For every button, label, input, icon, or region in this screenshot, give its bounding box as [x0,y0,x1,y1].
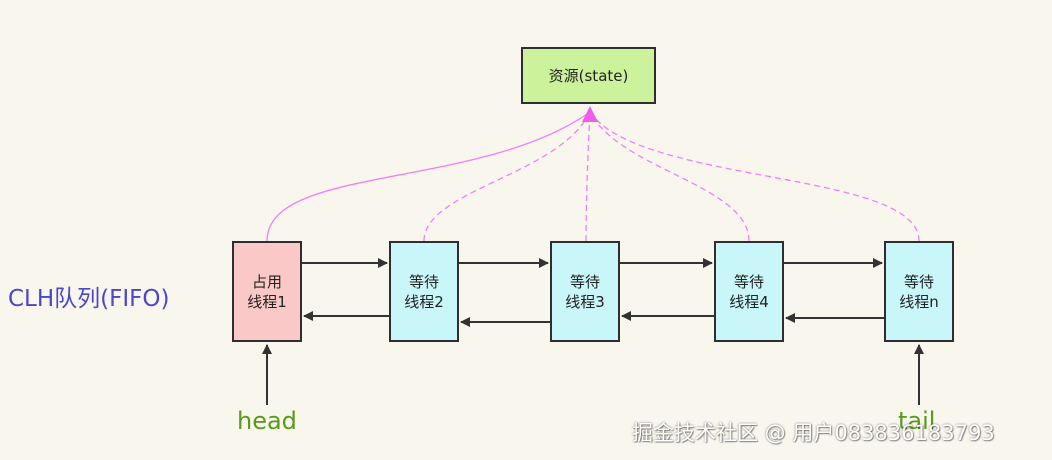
waiter2-to-resource-link [423,111,591,242]
node-status: 等待 [733,272,764,291]
node-status: 等待 [569,272,600,291]
waiter3-to-resource-link [585,111,591,242]
node-thread-name: 线程4 [729,292,769,311]
node-thread-name: 线程n [899,292,939,311]
node-thread-1: 占用 线程1 [232,241,302,342]
node-thread-4: 等待 线程4 [714,241,784,342]
node-thread-name: 线程1 [247,292,287,311]
tail-label: tail [898,407,936,435]
waiter4-to-resource-link [589,111,750,242]
node-thread-2: 等待 线程2 [389,241,459,342]
resource-arrowhead [582,106,598,122]
node-thread-3: 等待 线程3 [550,241,620,342]
node-status: 等待 [408,272,439,291]
watermark: 掘金技术社区 @ 用户083836183793 [632,421,995,445]
queue-label: CLH队列(FIFO) [8,286,170,312]
waitern-to-resource-link [589,111,920,242]
holder-to-resource-link [266,111,591,242]
resource-state-box: 资源(state) [521,47,656,104]
resource-label: 资源(state) [548,66,629,85]
head-label: head [237,407,297,435]
node-thread-name: 线程3 [565,292,605,311]
node-thread-name: 线程2 [404,292,444,311]
node-thread-n: 等待 线程n [884,241,954,342]
node-status: 占用 [251,272,282,291]
node-status: 等待 [903,272,934,291]
